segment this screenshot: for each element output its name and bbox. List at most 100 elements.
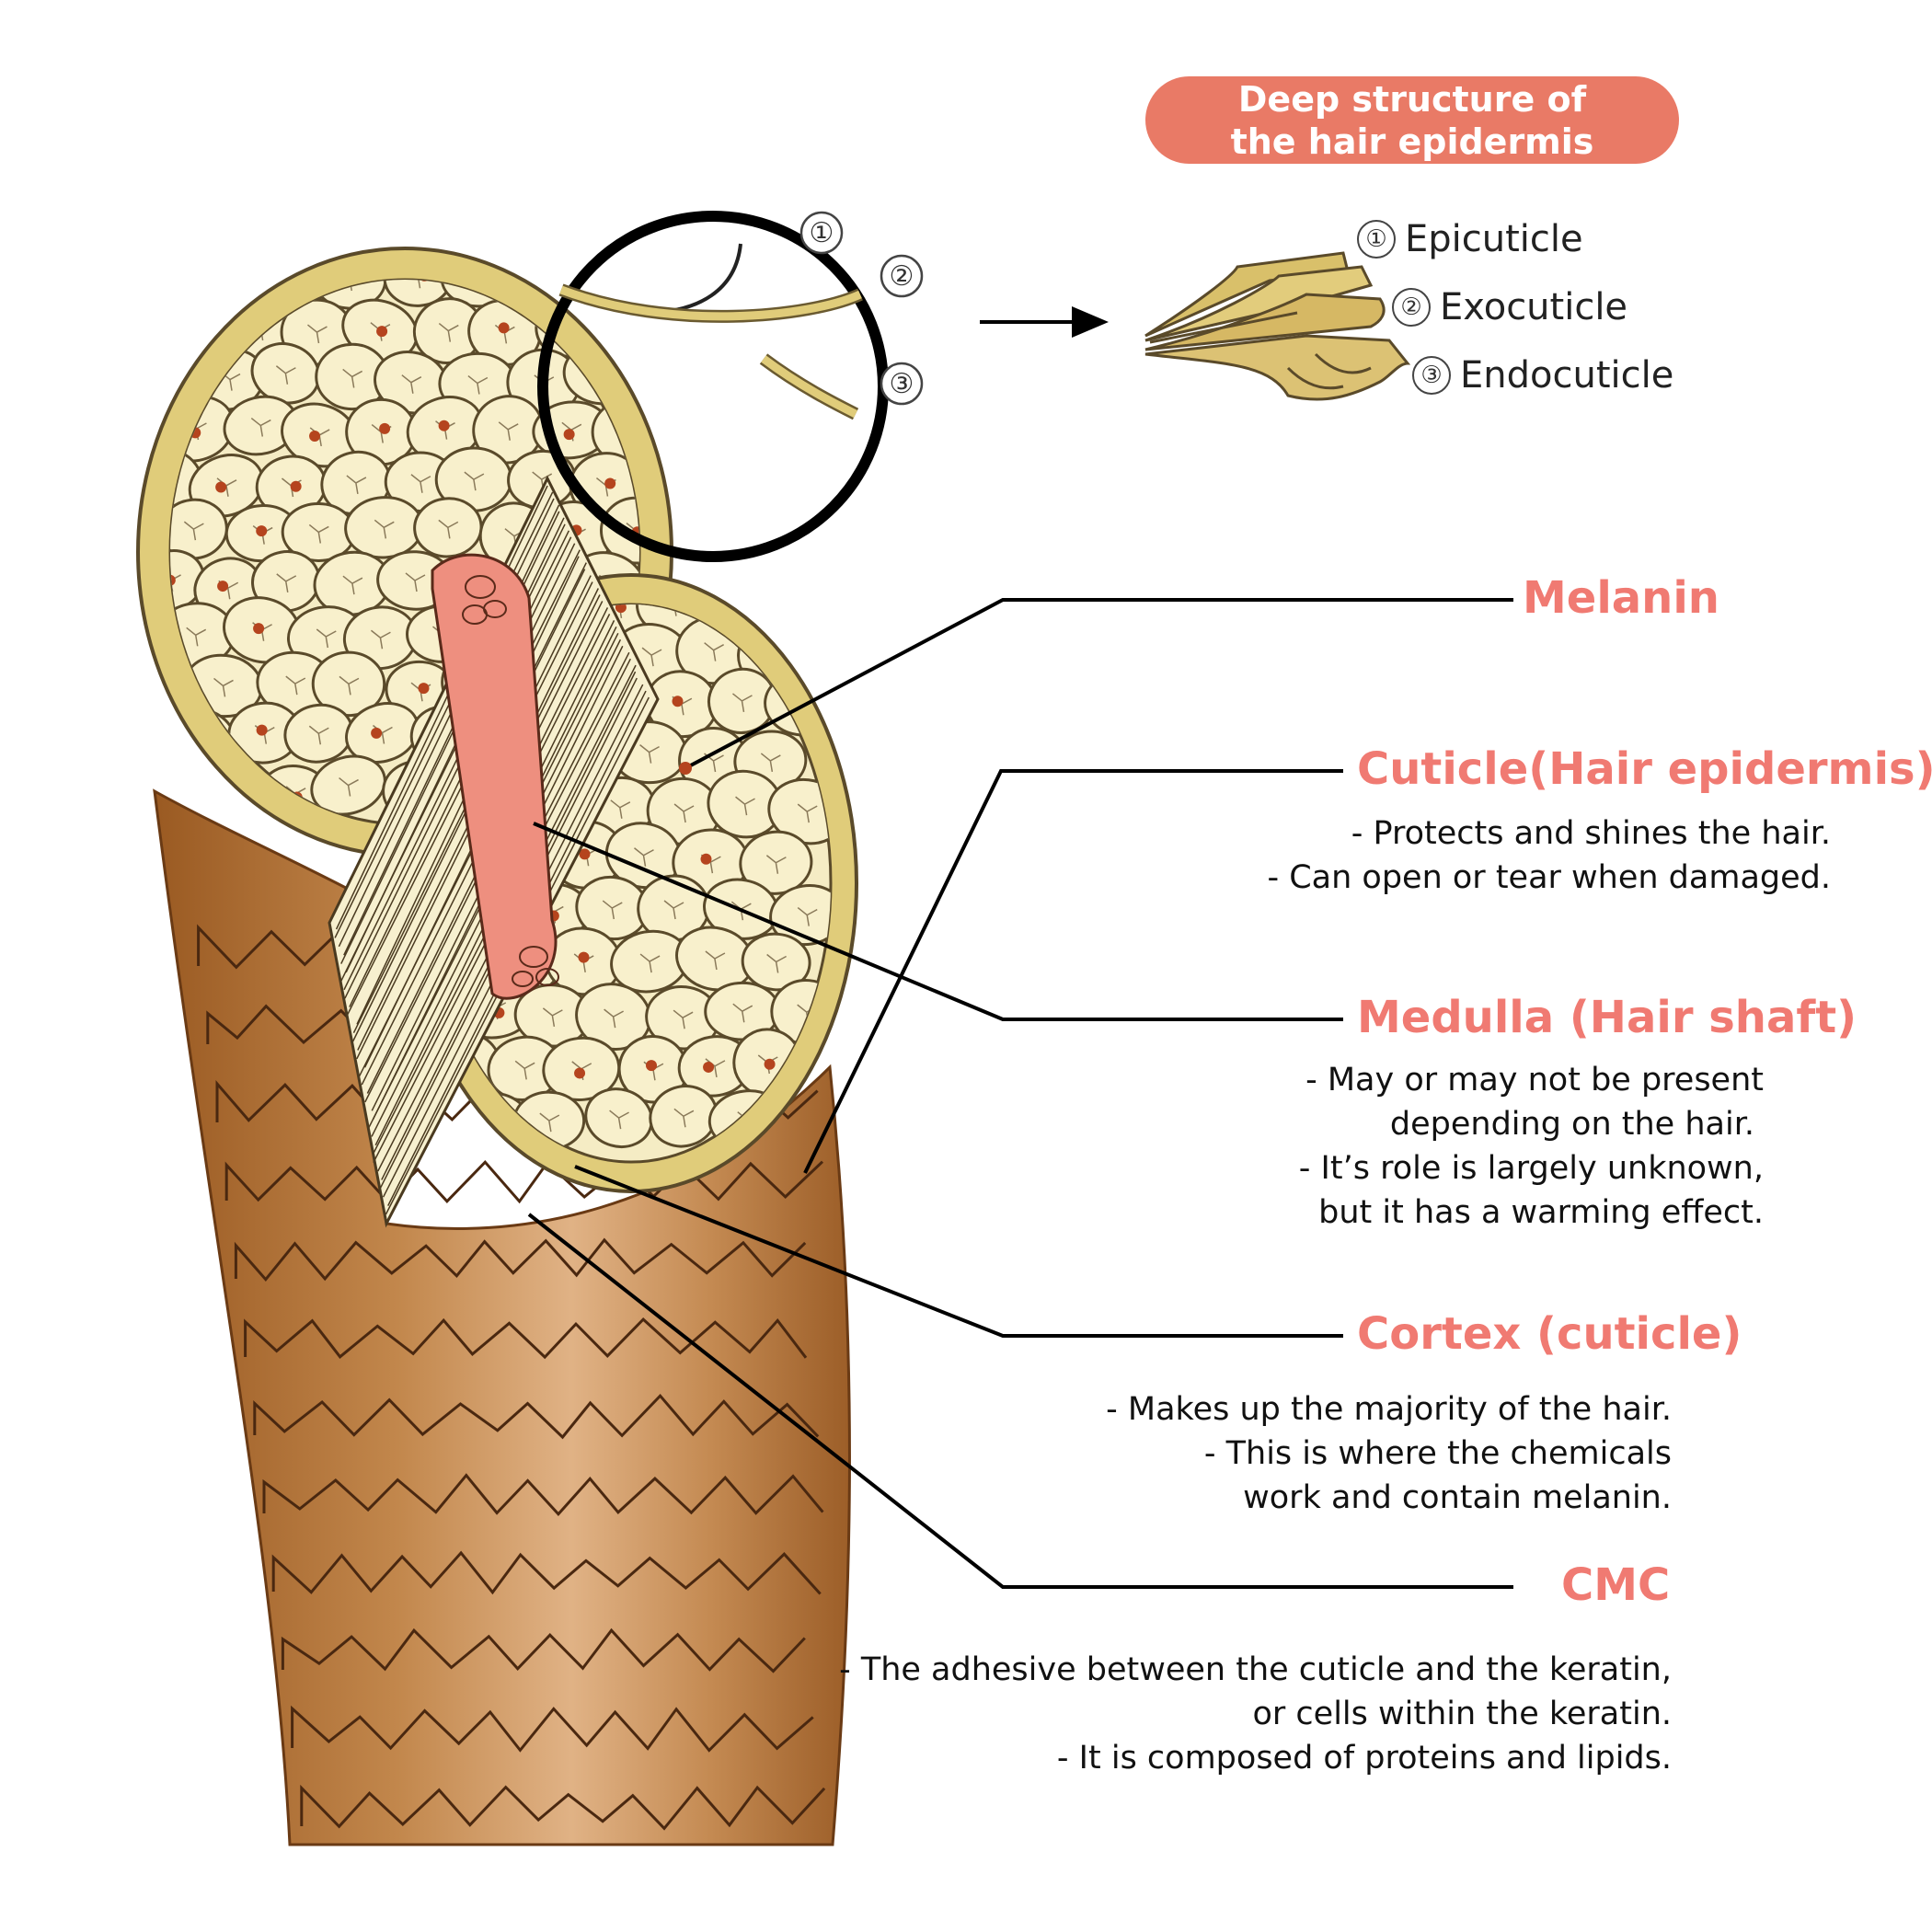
melanin-granule [563,429,575,441]
cell-branch [186,627,207,647]
melanin-granule [170,574,176,586]
cell-branch [213,677,234,697]
layer-label-2: Exocuticle [1440,286,1628,328]
medulla-desc-line-4: but it has a warming effect. [1318,1194,1764,1231]
medulla-cells [462,575,559,987]
melanin-granule [224,266,235,277]
melanin-granule [578,951,590,963]
cmc-description: - The adhesive between the cuticle and t… [839,1648,1672,1780]
layer-label-3: Endocuticle [1460,354,1674,397]
cuticle-description: - Protects and shines the hair. - Can op… [1267,811,1831,900]
cell-branch [216,477,237,497]
fiber-line [338,498,555,948]
cortex-cell [383,280,454,307]
medulla-title: Medulla (Hair shaft) [1357,992,1857,1043]
melanin-granule [764,1058,776,1070]
scale-edge [262,1473,824,1517]
zoom-arrow-head [1072,306,1109,338]
scale-edge [224,1159,824,1204]
cell-branch [410,474,431,493]
cell-branch [765,855,787,874]
melanin-granule [376,326,388,338]
header-line-2: the hair epidermis [1230,121,1594,162]
cuticle-desc-line-2: - Can open or tear when damaged. [1267,859,1831,896]
cell-branch [219,280,240,284]
cuticle-desc-line-1: - Protects and shines the hair. [1351,815,1831,852]
leader-medulla [533,822,1343,1021]
melanin-granule [189,321,201,333]
mag-num-2: ② [890,260,914,293]
scale-edge [253,1393,820,1440]
leader-cuticle [803,769,1343,1174]
cell-branch [308,725,329,745]
cell-branch [250,417,271,437]
melanin-granule [309,431,321,443]
leader-cortex [574,1165,1343,1338]
leader-cmc [527,1213,1513,1589]
cell-branch [170,280,181,293]
cuticle-layer-exocuticle: ② Exocuticle [1392,286,1627,328]
cmc-desc-line-2: or cells within the keratin. [1252,1696,1672,1732]
cuticle-layer-epicuticle: ① Epicuticle [1357,218,1583,260]
cell-branch [735,796,755,816]
cell-branch [604,1008,624,1029]
melanin-granule [498,322,510,334]
cell-branch [285,675,306,696]
cell-branch [438,323,459,342]
layer-label-1: Epicuticle [1405,218,1583,260]
cell-branch [342,575,363,595]
melanin-granule [256,724,268,736]
leader-melanin [684,598,1513,770]
scale-edge [291,1705,814,1753]
cell-branch [797,907,818,926]
layer-num-1: ① [1357,220,1396,259]
cell-branch [704,642,724,661]
medulla-desc-line-3: - It’s role is largely unknown, [1298,1150,1764,1187]
cell-branch [705,950,726,971]
cmc-desc-line-3: - It is composed of proteins and lipids. [1056,1740,1672,1777]
cell-branch [760,753,781,773]
endocuticle-strand-fill [761,355,858,419]
cell-branch [766,953,787,973]
melanin-granule [215,481,227,493]
exocuticle-strand-fill [559,285,862,321]
scale-edge [234,1237,807,1282]
cell-branch [370,629,391,650]
melanin-granule [703,1061,715,1073]
cortex-desc-line-3: work and contain melanin. [1243,1479,1672,1516]
cell-branch [307,324,328,344]
medulla-desc-line-1: - May or may not be present [1305,1062,1764,1098]
magnifier-numbers: ① ② ③ [799,211,924,406]
medulla-desc-line-2: depending on the hair. [1389,1106,1754,1143]
cell-branch [342,368,363,388]
scale-edge [281,1627,806,1673]
cell-branch [602,900,623,920]
melanin-granule [170,280,174,287]
cell-branch [539,1112,560,1133]
cell-branch [339,776,359,797]
cell-branch [620,324,639,344]
cell-branch [673,803,695,823]
cuticle-layer-endocuticle: ③ Endocuticle [1412,354,1673,397]
cell-branch [183,521,204,541]
cmc-desc-line-1: - The adhesive between the cuticle and t… [839,1651,1672,1688]
cell-branch [276,573,297,593]
melanin-granule [536,280,548,282]
layer-num-3: ③ [1412,356,1451,395]
epicuticle-strand [643,243,742,315]
cell-branch [732,1003,753,1023]
cortex-cell [194,280,265,307]
cell-branch [732,693,753,713]
cmc-title: CMC [1561,1559,1671,1611]
melanin-granule [253,623,265,635]
layer-num-2: ② [1392,288,1431,327]
melanin-granule [418,683,430,695]
cell-branch [514,1060,535,1080]
cell-branch [339,675,360,696]
melanin-pointer-dot [679,762,692,775]
medulla-description: - May or may not be present depending on… [1299,1058,1764,1235]
cell-branch [275,365,296,385]
leader-lines [527,598,1513,1589]
header-pill: Deep structure of the hair epidermis [1145,76,1679,164]
